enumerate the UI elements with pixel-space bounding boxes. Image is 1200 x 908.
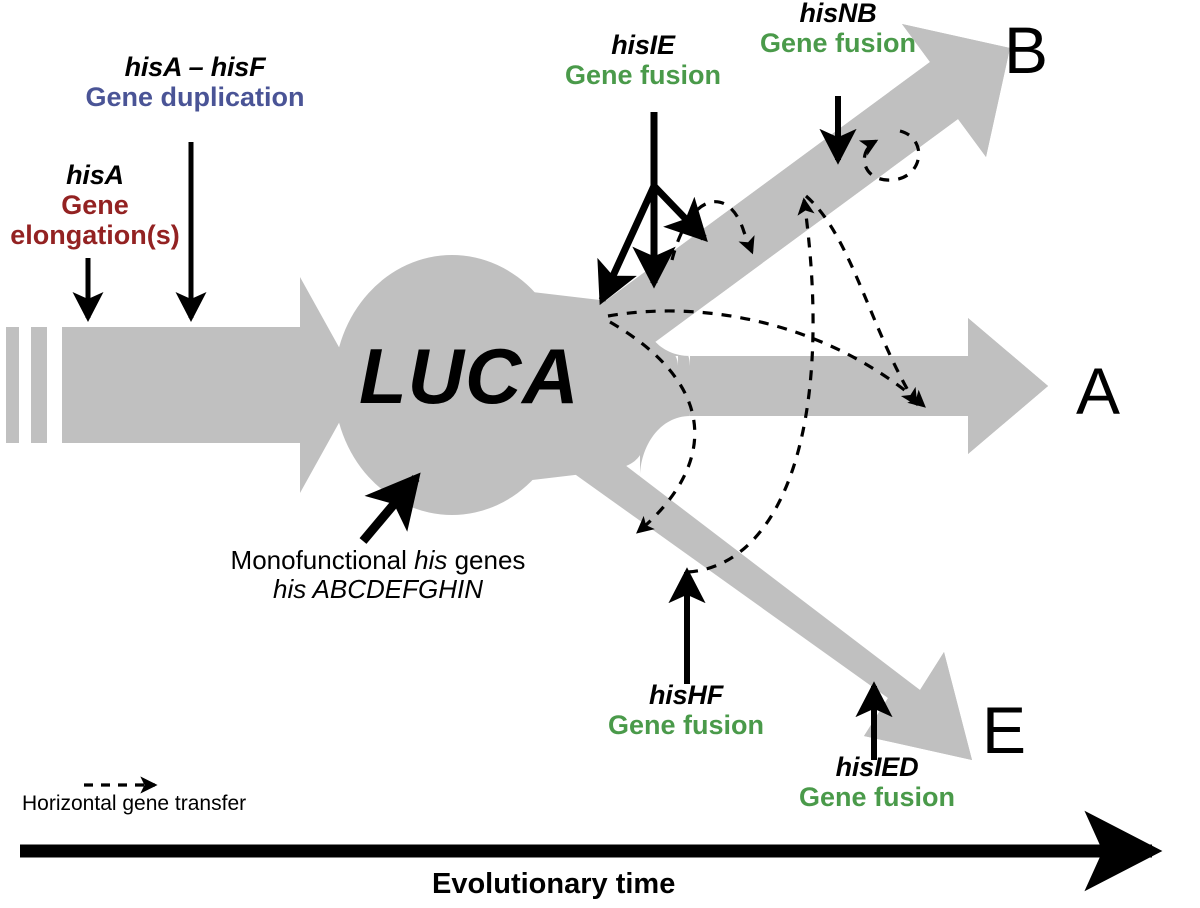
hgt-loop-b xyxy=(858,129,921,182)
gene-label-hisA-hisF: hisA – hisF xyxy=(124,52,266,82)
luca-caption-line1: Monofunctional his genes xyxy=(198,545,558,575)
gene-label-hisA: hisA xyxy=(66,160,124,190)
hgt-arc-e-to-b xyxy=(687,197,815,574)
tree-trunk xyxy=(62,277,360,493)
luca-node-label: LUCA xyxy=(359,332,580,420)
branch-label-E: E xyxy=(982,693,1027,767)
annotation-hisIED-fusion: hisIED Gene fusion xyxy=(784,752,970,812)
evolutionary-time-label: Evolutionary time xyxy=(432,868,676,900)
branch-gap-lower xyxy=(640,412,1200,478)
gene-label-hisHF: hisHF xyxy=(648,680,723,710)
annotation-hisA-hisF-duplication: hisA – hisF Gene duplication xyxy=(75,52,315,112)
luca-caption-line1-pre: Monofunctional xyxy=(230,545,415,575)
annotation-hisA-elongation: hisA Gene elongation(s) xyxy=(0,160,190,251)
event-label-hisHF-fusion: Gene fusion xyxy=(607,710,764,741)
luca-caption-line2: his ABCDEFGHIN xyxy=(273,574,483,605)
hgt-arc-b-small xyxy=(670,200,755,261)
gene-label-hisIED: hisIED xyxy=(835,752,919,782)
hgt-arc-luca-to-a xyxy=(607,309,926,408)
event-label-hisA-elongation-line1: Gene xyxy=(61,190,129,221)
fork-body xyxy=(430,280,645,492)
pointer-luca-caption xyxy=(359,472,421,544)
gene-label-hisNB: hisNB xyxy=(799,0,877,28)
hgt-arc-luca-to-e xyxy=(609,320,697,534)
branch-label-A: A xyxy=(1076,354,1121,428)
branch-a-band-relay xyxy=(700,318,1048,454)
hgt-arc-b-to-a xyxy=(804,194,918,407)
branch-e-band-relay xyxy=(540,420,972,760)
legend-label: Horizontal gene transfer xyxy=(22,792,247,815)
event-label-hisIED-fusion: Gene fusion xyxy=(798,782,955,813)
event-label-hisA-elongation-line2: elongation(s) xyxy=(10,220,180,251)
pointer-hisIE-fusion xyxy=(597,112,708,306)
annotation-hisNB-fusion: hisNB Gene fusion xyxy=(748,0,928,58)
event-label-hisIE-fusion: Gene fusion xyxy=(564,60,721,91)
branch-gap-upper-2 xyxy=(640,300,1200,366)
luca-caption-line1-italic: his xyxy=(414,545,448,575)
luca-caption-line1-post: genes xyxy=(447,545,526,575)
tree-trunk-dashes xyxy=(6,327,47,443)
event-label-hisNB-fusion: Gene fusion xyxy=(759,28,916,59)
branch-b-band-relay xyxy=(566,24,1010,387)
luca-caption: Monofunctional his genes his ABCDEFGHIN xyxy=(198,545,558,605)
annotation-hisHF-fusion: hisHF Gene fusion xyxy=(596,680,776,740)
annotation-hisIE-fusion: hisIE Gene fusion xyxy=(553,30,733,90)
fork-notch-lower-round xyxy=(640,416,690,478)
branch-label-B: B xyxy=(1004,13,1049,87)
gene-label-hisIE: hisIE xyxy=(611,30,675,60)
event-label-gene-duplication: Gene duplication xyxy=(85,82,305,113)
